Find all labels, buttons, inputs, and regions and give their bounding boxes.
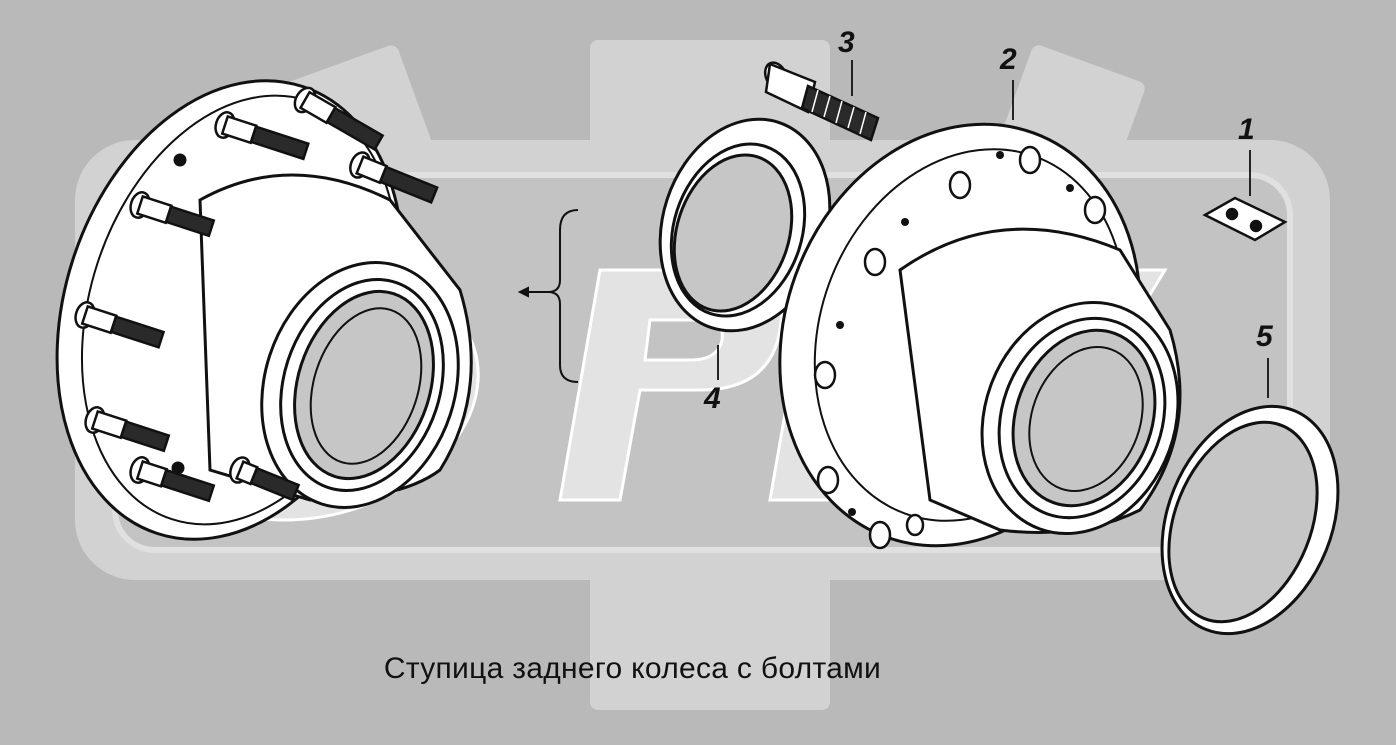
- bearing-ring-part-4: [658, 117, 832, 333]
- callout-4: 4: [704, 382, 721, 415]
- assembly-bracket: [517, 209, 579, 383]
- hub-studs-left: [74, 86, 439, 503]
- wheel-hub-part-2: [778, 122, 1182, 550]
- callout-leaders: [717, 60, 1269, 398]
- callout-5: 5: [1256, 320, 1273, 353]
- lock-plate-part-1: [1202, 196, 1288, 242]
- hub-assembly-left: [55, 79, 473, 541]
- callout-2: 2: [1000, 43, 1017, 76]
- diagram-caption: Ступица заднего колеса с болтами: [383, 652, 882, 685]
- seal-ring-part-5: [1160, 404, 1340, 636]
- wheel-stud-part-3: [763, 61, 880, 142]
- callout-3: 3: [838, 26, 855, 59]
- callout-1: 1: [1238, 113, 1255, 146]
